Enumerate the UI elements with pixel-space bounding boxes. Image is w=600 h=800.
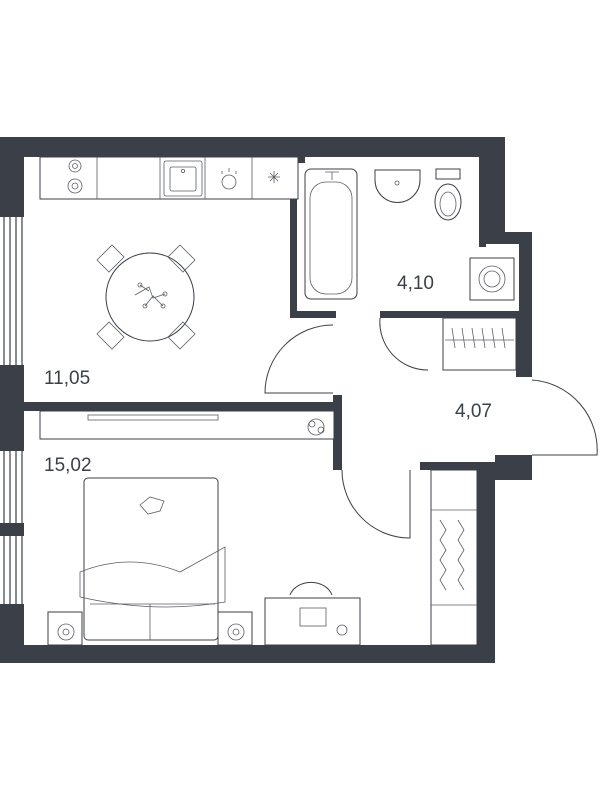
desk xyxy=(264,581,361,646)
bathtub xyxy=(304,168,358,300)
hallway-closet xyxy=(442,317,517,371)
bedroom-wardrobe xyxy=(430,469,478,646)
room-area-kitchen: 11,05 xyxy=(44,368,90,389)
fridge-icon xyxy=(268,171,280,183)
toilet-icon xyxy=(434,168,462,221)
washbasin-icon xyxy=(374,169,421,203)
room-area-hallway: 4,07 xyxy=(455,401,492,422)
windows xyxy=(0,217,24,604)
bathroom-door[interactable] xyxy=(379,317,429,371)
kitchen-door[interactable] xyxy=(264,324,334,394)
stove-icon xyxy=(67,159,83,194)
coffee-machine-icon xyxy=(221,168,237,190)
tv-shelf xyxy=(39,410,335,440)
bed xyxy=(79,477,226,641)
entrance-door[interactable] xyxy=(531,379,598,456)
nightstands xyxy=(47,611,253,646)
bedroom-door[interactable] xyxy=(341,469,411,539)
dining-table xyxy=(96,244,196,350)
room-area-bedroom: 15,02 xyxy=(44,455,92,476)
room-area-bathroom: 4,10 xyxy=(397,273,434,294)
kitchen-counter xyxy=(39,156,299,200)
washing-machine-icon xyxy=(469,257,515,301)
sink-icon xyxy=(163,160,203,197)
